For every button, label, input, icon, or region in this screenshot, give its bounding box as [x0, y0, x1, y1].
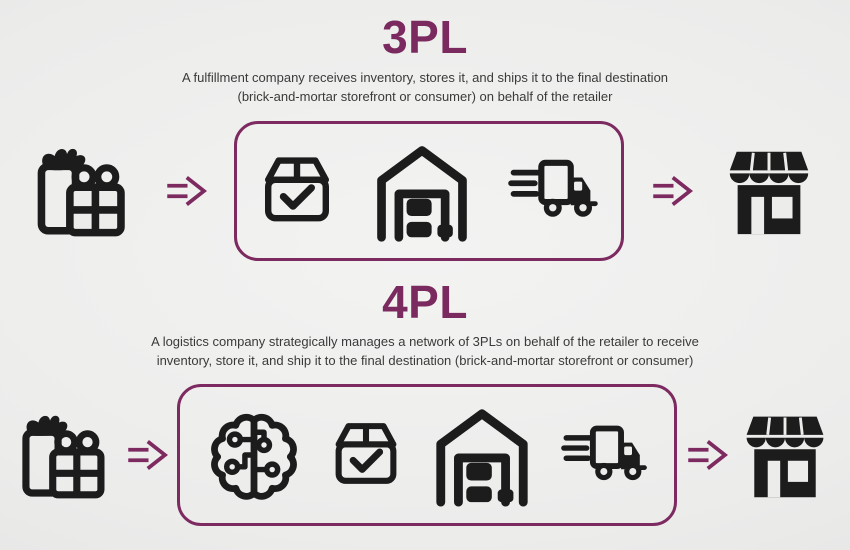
section-3pl: 3PL A fulfillment company receives inven… [0, 0, 850, 261]
section-4pl: 4PL A logistics company strategically ma… [0, 261, 850, 527]
warehouse-icon [428, 401, 536, 509]
section-3pl-title: 3PL [382, 11, 468, 63]
section-4pl-description-line2: inventory, store it, and ship it to the … [156, 353, 694, 369]
brain-circuit-icon [204, 405, 304, 505]
delivery-truck-icon [507, 156, 601, 226]
storefront-icon [720, 145, 818, 237]
section-3pl-description: A fulfillment company receives inventory… [182, 68, 668, 106]
package-check-icon [257, 151, 337, 231]
section-4pl-description: A logistics company strategically manage… [151, 332, 699, 370]
delivery-truck-icon [560, 422, 650, 489]
fulfillment-scope-box-3pl [234, 120, 624, 261]
section-4pl-title: 4PL [382, 275, 468, 328]
arrow-right-icon [651, 174, 693, 208]
arrow-right-icon [686, 438, 728, 472]
storefront-icon [737, 410, 833, 500]
section-3pl-description-line1: A fulfillment company receives inventory… [181, 69, 669, 85]
fulfillment-scope-box-4pl [177, 384, 677, 527]
package-check-icon [328, 417, 404, 493]
flow-3pl [32, 120, 818, 261]
gift-boxes-icon [32, 143, 138, 239]
flow-4pl [17, 384, 833, 527]
section-3pl-description-line2: (brick-and-mortar storefront or consumer… [237, 88, 613, 104]
gift-boxes-icon [17, 410, 117, 501]
arrow-right-icon [126, 438, 168, 472]
section-4pl-description-line1: A logistics company strategically manage… [151, 334, 699, 350]
arrow-right-icon [165, 174, 207, 208]
warehouse-icon [369, 138, 475, 244]
